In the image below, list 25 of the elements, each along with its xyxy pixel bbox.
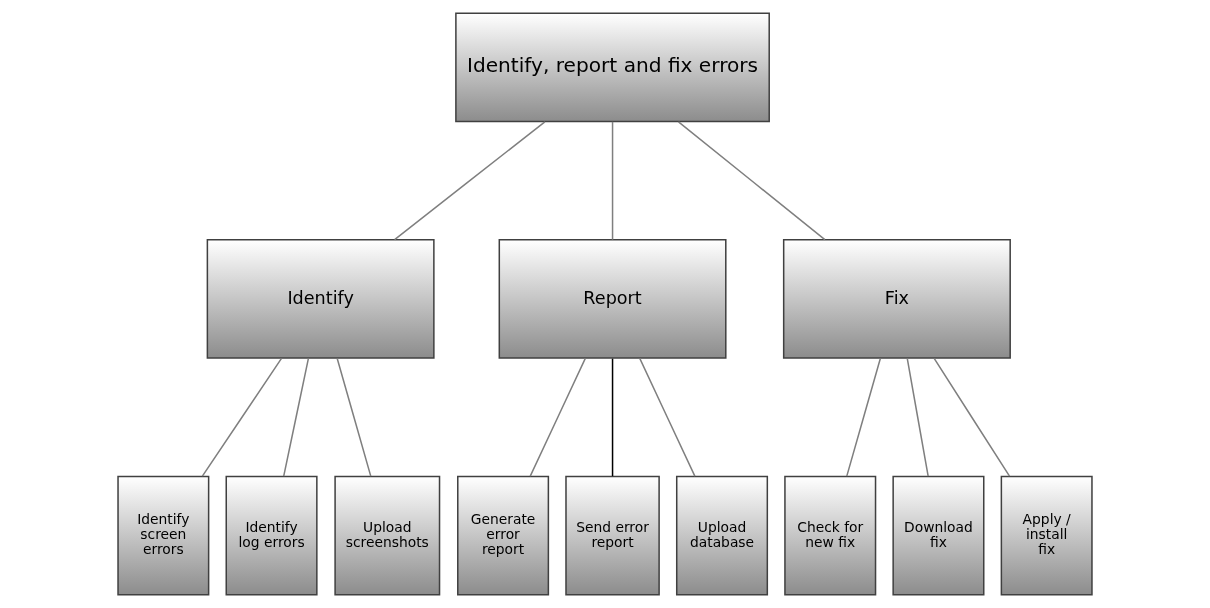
node-box: Identify log errors [225, 475, 318, 596]
node-box: Download fix [892, 475, 985, 596]
node-box: Upload screenshots [334, 475, 441, 596]
connector [933, 357, 1011, 477]
connector [906, 357, 929, 477]
node-box: Report [498, 239, 727, 359]
connector [611, 121, 614, 241]
node-box: Check for new fix [784, 475, 877, 596]
node-box: Identify [206, 239, 435, 359]
connector [529, 357, 586, 477]
connector [846, 357, 882, 477]
node-box: Upload database [675, 475, 769, 596]
connector [639, 357, 696, 477]
connector [393, 121, 546, 241]
connector [336, 357, 372, 477]
node-box: Identify, report and fix errors [455, 12, 770, 123]
connector [282, 357, 310, 477]
node-box: Generate error report [457, 475, 550, 596]
connector [611, 357, 614, 477]
connector [201, 357, 283, 477]
connector [677, 121, 826, 241]
node-box: Identify screen errors [117, 475, 210, 596]
node-box: Fix [782, 239, 1011, 359]
node-box: Send error report [565, 475, 660, 596]
node-box: Apply / install fix [1000, 475, 1093, 596]
